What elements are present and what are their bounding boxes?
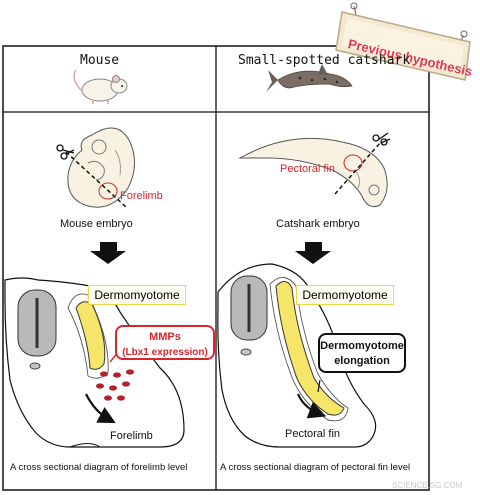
mouse-dermomyotome-label: Dermomyotome [94,288,180,302]
mmp-callout: MMPs (Lbx1 expression) [115,325,215,360]
catshark-dermomyotome-label: Dermomyotome [302,288,388,302]
elongation-line1: Dermomyotome [320,340,404,352]
scissors-icon [372,132,391,146]
mmp-title: MMPs [149,331,181,343]
previous-hypothesis-sign [335,2,471,81]
scissors-icon [56,144,75,160]
mmp-dots [96,369,134,401]
pectoral-fin-label: Pectoral fin [280,163,336,175]
forelimb-section-label: Forelimb [110,430,153,442]
forelimb-label: Forelimb [120,190,163,202]
catshark-bottom-caption: A cross sectional diagram of pectoral fi… [220,462,411,473]
catshark-dermomyotome-box: Dermomyotome [296,285,394,305]
elongation-line2: elongation [334,355,390,367]
mouse-bottom-caption: A cross sectional diagram of forelimb le… [10,462,188,473]
mouse-cross-section [4,277,185,448]
mouse-icon [73,69,128,104]
mouse-dermomyotome-box: Dermomyotome [88,285,186,305]
watermark: SCIENCE.SG.COM [392,481,463,490]
elongation-callout: Dermomyotome elongation [318,333,406,373]
pectoral-fin-section-label: Pectoral fin [285,428,341,440]
catshark-embryo-caption: Catshark embryo [276,218,360,230]
mouse-embryo-drawing [65,127,135,208]
catshark-embryo-drawing [238,137,388,208]
catshark-icon [266,64,353,92]
catshark-cross-section [217,263,377,448]
mmp-subtitle: (Lbx1 expression) [122,347,208,358]
catshark-species-label: Small-spotted catshark [238,53,411,68]
mouse-embryo-caption: Mouse embryo [60,218,133,230]
mouse-species-label: Mouse [80,53,120,68]
down-arrow [90,242,126,264]
down-arrow [295,242,331,264]
